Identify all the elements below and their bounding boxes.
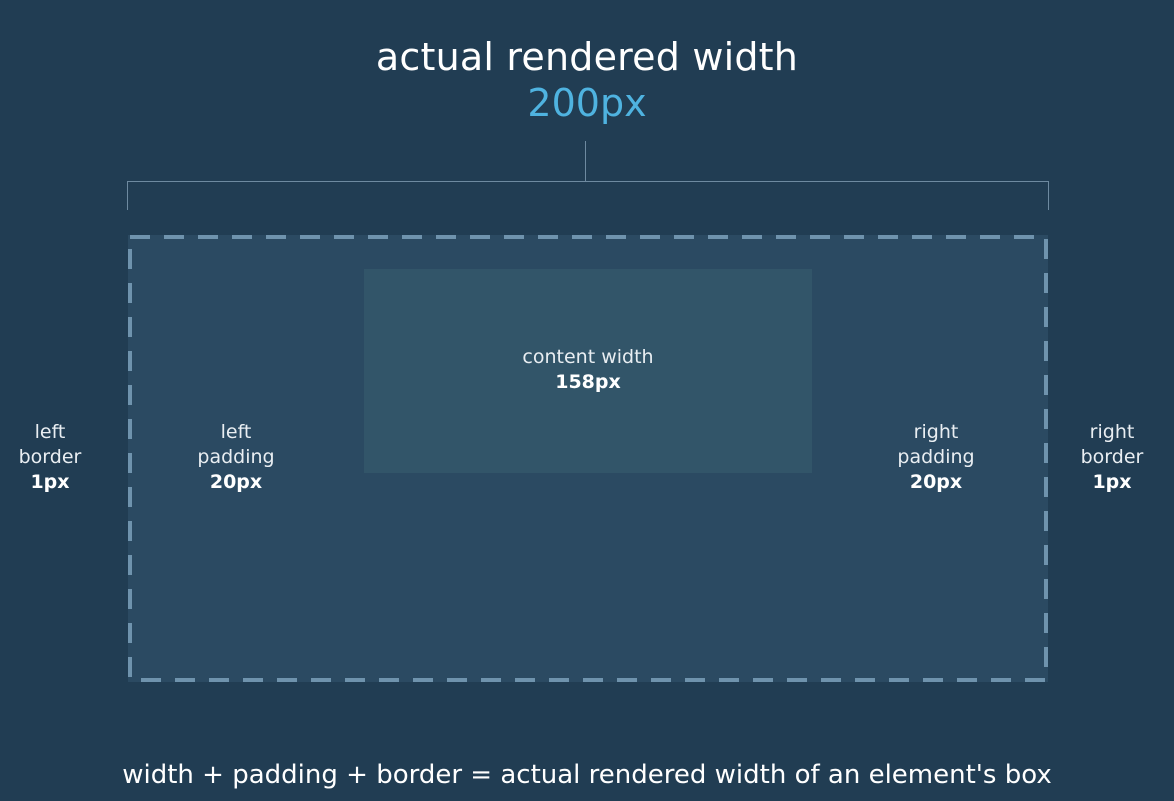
right-padding-line1: right [913, 421, 959, 443]
element-box-dashed-border [128, 235, 1048, 682]
right-border-label: right border 1px [1062, 420, 1162, 495]
left-border-line1: left [34, 421, 66, 443]
formula-caption: width + padding + border = actual render… [122, 760, 1052, 790]
content-area [364, 269, 812, 473]
left-padding-line2: padding [197, 446, 275, 468]
width-bracket-bar [127, 181, 1049, 182]
right-border-line2: border [1080, 446, 1144, 468]
width-bracket-stem [585, 141, 586, 182]
content-width-text: content width [522, 346, 654, 368]
right-border-line1: right [1089, 421, 1135, 443]
left-padding-line1: left [220, 421, 252, 443]
content-width-value: 158px [555, 371, 621, 393]
left-border-label: left border 1px [0, 420, 100, 495]
diagram-title: actual rendered width [375, 35, 799, 79]
left-border-value: 1px [30, 471, 70, 493]
left-border-line2: border [18, 446, 82, 468]
right-padding-line2: padding [897, 446, 975, 468]
left-padding-label: left padding 20px [186, 420, 286, 495]
width-bracket-right-tick [1048, 181, 1049, 210]
right-padding-label: right padding 20px [886, 420, 986, 495]
content-width-label: content width 158px [364, 345, 812, 395]
right-padding-value: 20px [909, 471, 963, 493]
left-padding-value: 20px [209, 471, 263, 493]
right-border-value: 1px [1092, 471, 1132, 493]
width-bracket-left-tick [127, 181, 128, 210]
diagram-title-value: 200px [527, 81, 647, 125]
